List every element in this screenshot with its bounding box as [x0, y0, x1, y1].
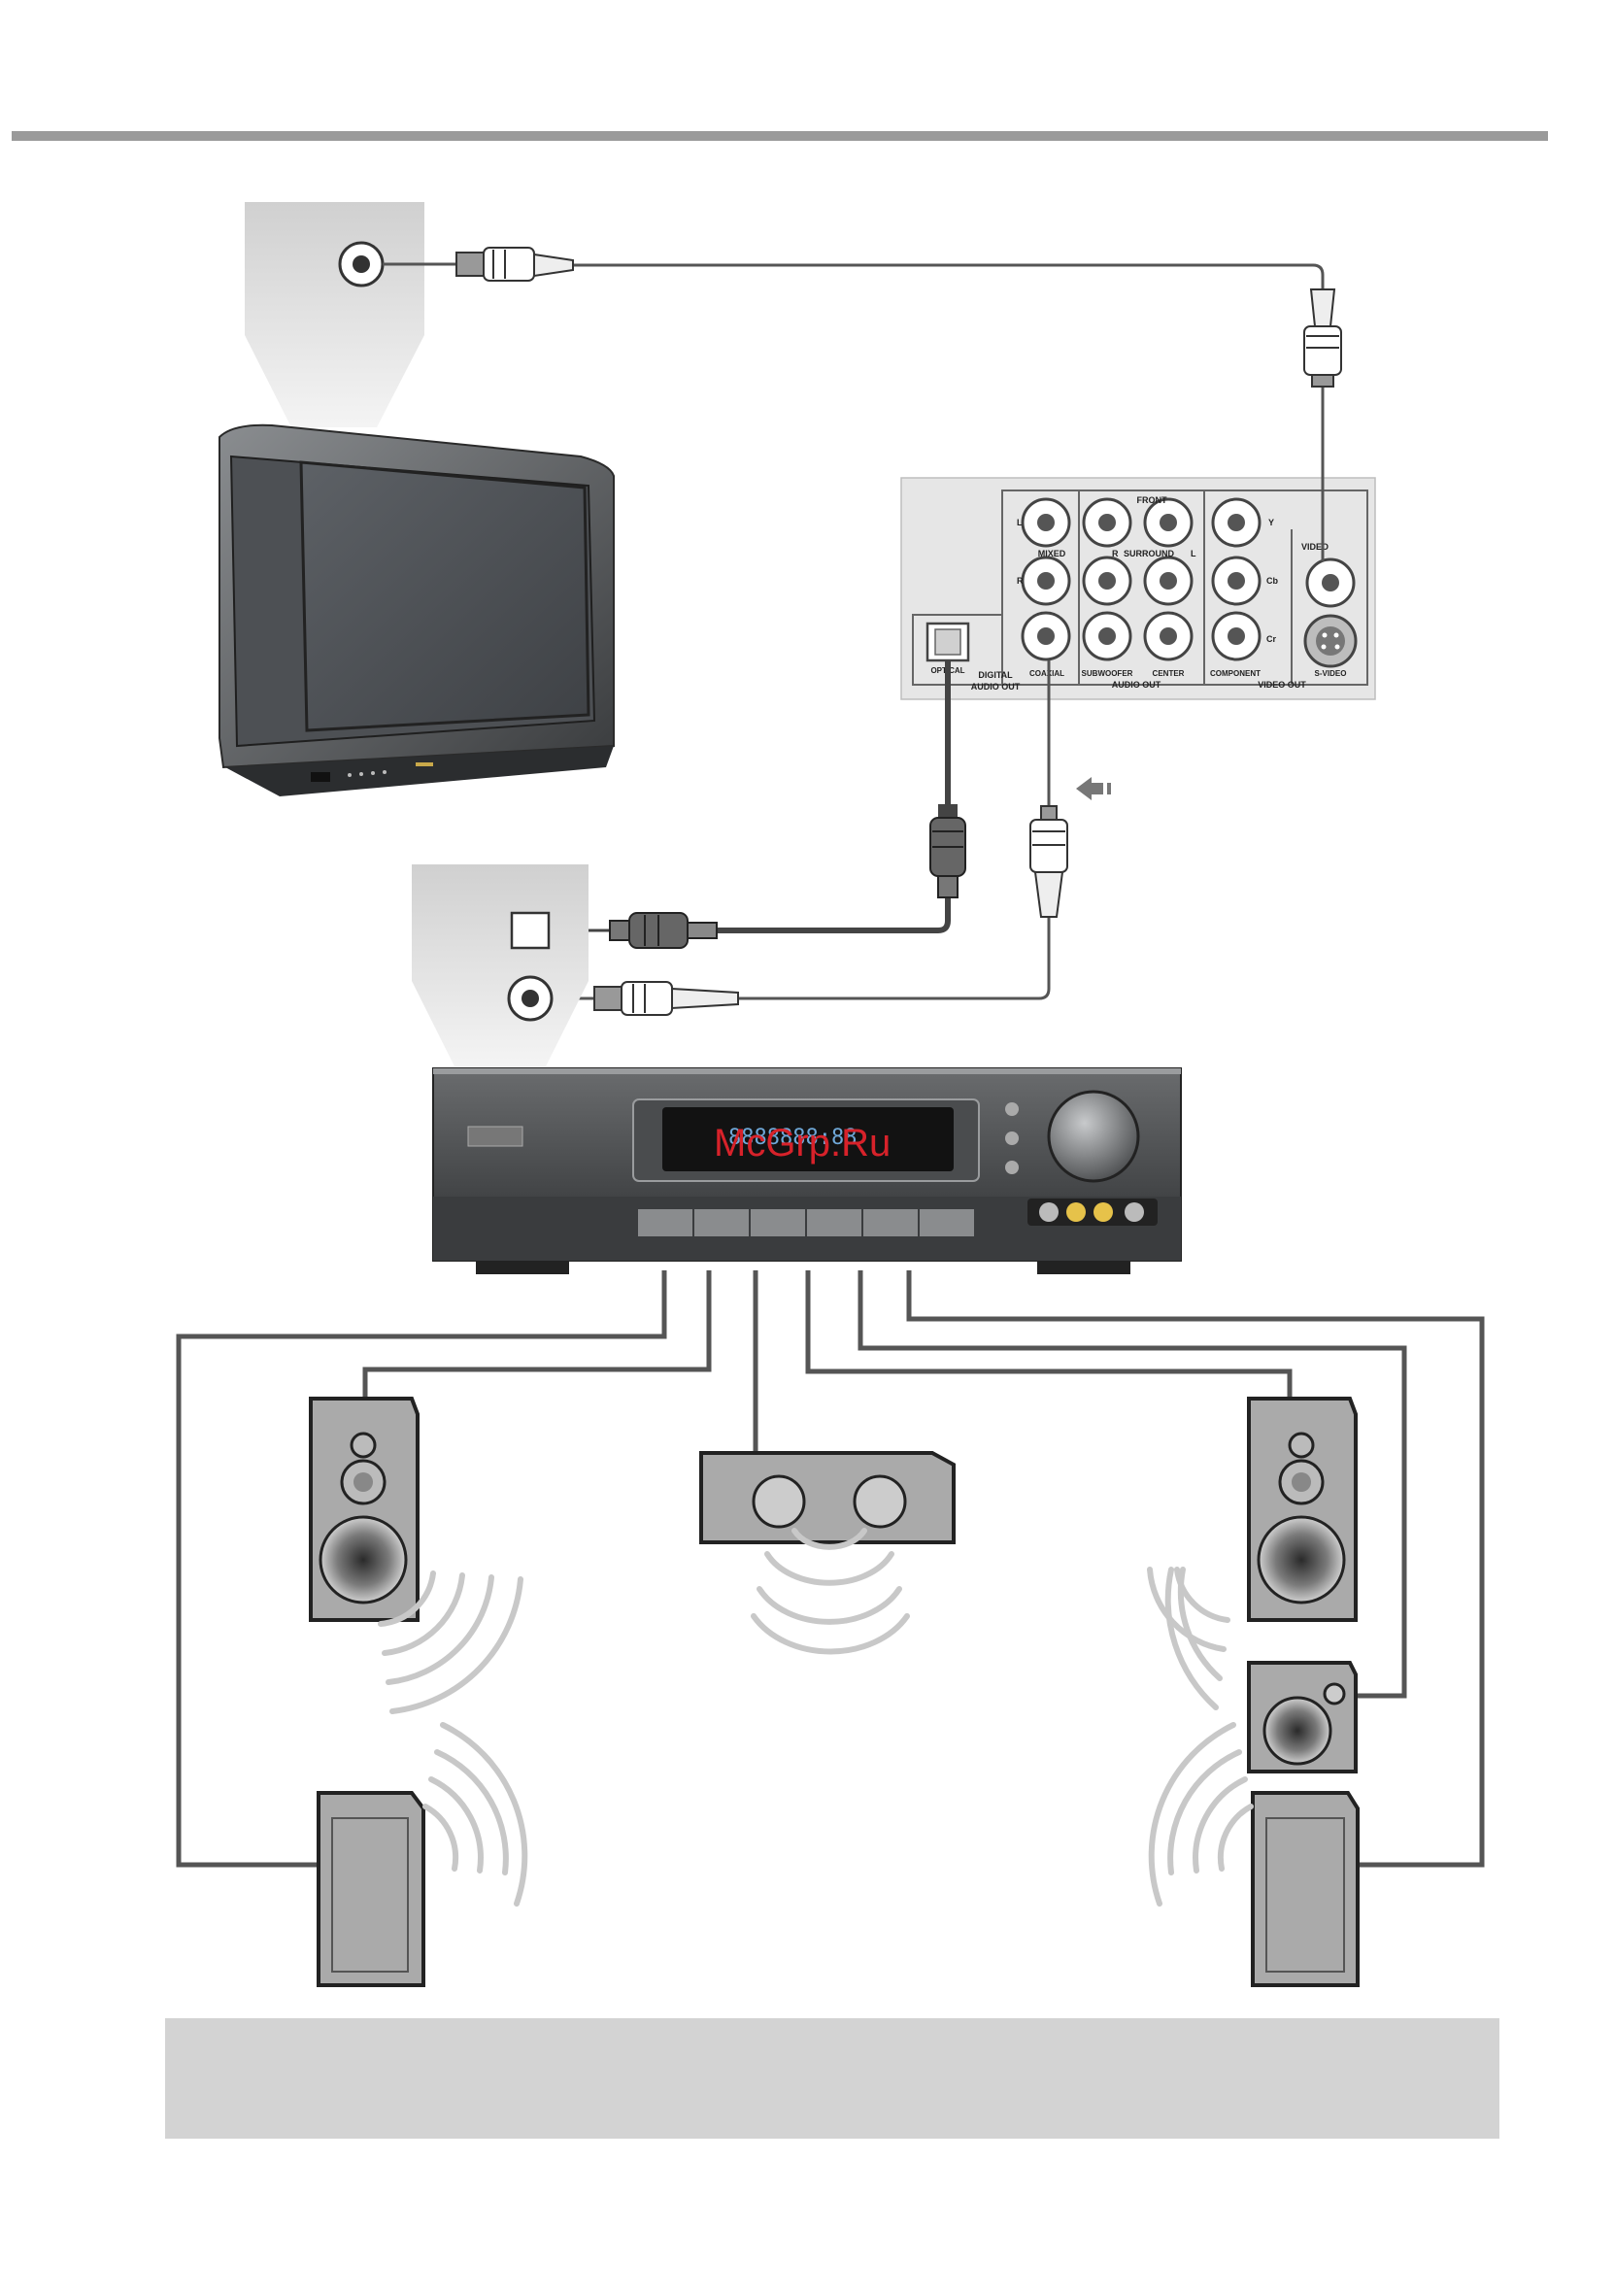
- tv-video-input-callout: [245, 202, 424, 427]
- label-mixed: MIXED: [1038, 549, 1066, 558]
- label-audio-out: AUDIO OUT: [1112, 680, 1161, 690]
- label-center: CENTER: [1153, 669, 1185, 678]
- label-digital: DIGITAL: [978, 670, 1013, 680]
- coaxial-cable: [738, 660, 1049, 998]
- receiver-optical-jack: [512, 913, 549, 948]
- front-right-speaker: [1249, 1399, 1356, 1620]
- label-digital-audio-out: AUDIO OUT: [971, 682, 1021, 692]
- watermark: McGrp.Ru: [714, 1122, 891, 1165]
- coaxial-cable-plug-dvd: [1030, 806, 1067, 917]
- front-left-speaker: [311, 1399, 418, 1620]
- video-cable-plug-dvd: [1304, 289, 1341, 387]
- top-rule: [12, 131, 1548, 141]
- surround-right-speaker: [1253, 1793, 1358, 1985]
- television: [219, 425, 614, 796]
- receiver-front-jacks: [1027, 1199, 1158, 1226]
- optical-cable-plug-receiver: [579, 913, 717, 948]
- center-speaker: [701, 1453, 954, 1542]
- label-video-out: VIDEO OUT: [1258, 680, 1306, 690]
- receiver-input-callout: [412, 864, 589, 1066]
- label-cb: Cb: [1266, 576, 1278, 586]
- label-y: Y: [1268, 518, 1274, 527]
- volume-knob: [1049, 1092, 1138, 1181]
- av-receiver: 8888888:88: [433, 1068, 1181, 1274]
- label-surround-l: L: [1191, 549, 1196, 558]
- optical-jack: [927, 624, 968, 660]
- label-surround: SURROUND: [1124, 549, 1175, 558]
- label-video: VIDEO: [1301, 542, 1329, 552]
- label-ch-l: L: [1017, 518, 1023, 527]
- label-ch-r: R: [1017, 576, 1024, 586]
- receiver-front-buttons: [637, 1208, 975, 1237]
- label-component: COMPONENT: [1210, 669, 1261, 678]
- optical-cable-plug-dvd: [930, 804, 965, 897]
- label-coaxial: COAXIAL: [1029, 669, 1064, 678]
- dvd-rear-panel: FRONT SURROUND MIXED L R R L Y Cb Cr VID…: [901, 478, 1375, 699]
- bottom-banner: [165, 2018, 1499, 2139]
- label-subwoofer: SUBWOOFER: [1082, 669, 1133, 678]
- subwoofer-speaker: [1249, 1663, 1356, 1772]
- optical-cable: [717, 660, 948, 930]
- label-surround-r: R: [1112, 549, 1119, 558]
- label-front: FRONT: [1137, 495, 1167, 505]
- video-cable-plug-tv: [456, 248, 573, 281]
- label-s-video: S-VIDEO: [1315, 669, 1347, 678]
- label-cr: Cr: [1266, 634, 1276, 644]
- surround-left-speaker: [319, 1793, 423, 1985]
- sound-waves: [381, 1531, 1251, 1904]
- small-arrow-icon: [1076, 777, 1111, 800]
- s-video-jack: [1305, 616, 1356, 666]
